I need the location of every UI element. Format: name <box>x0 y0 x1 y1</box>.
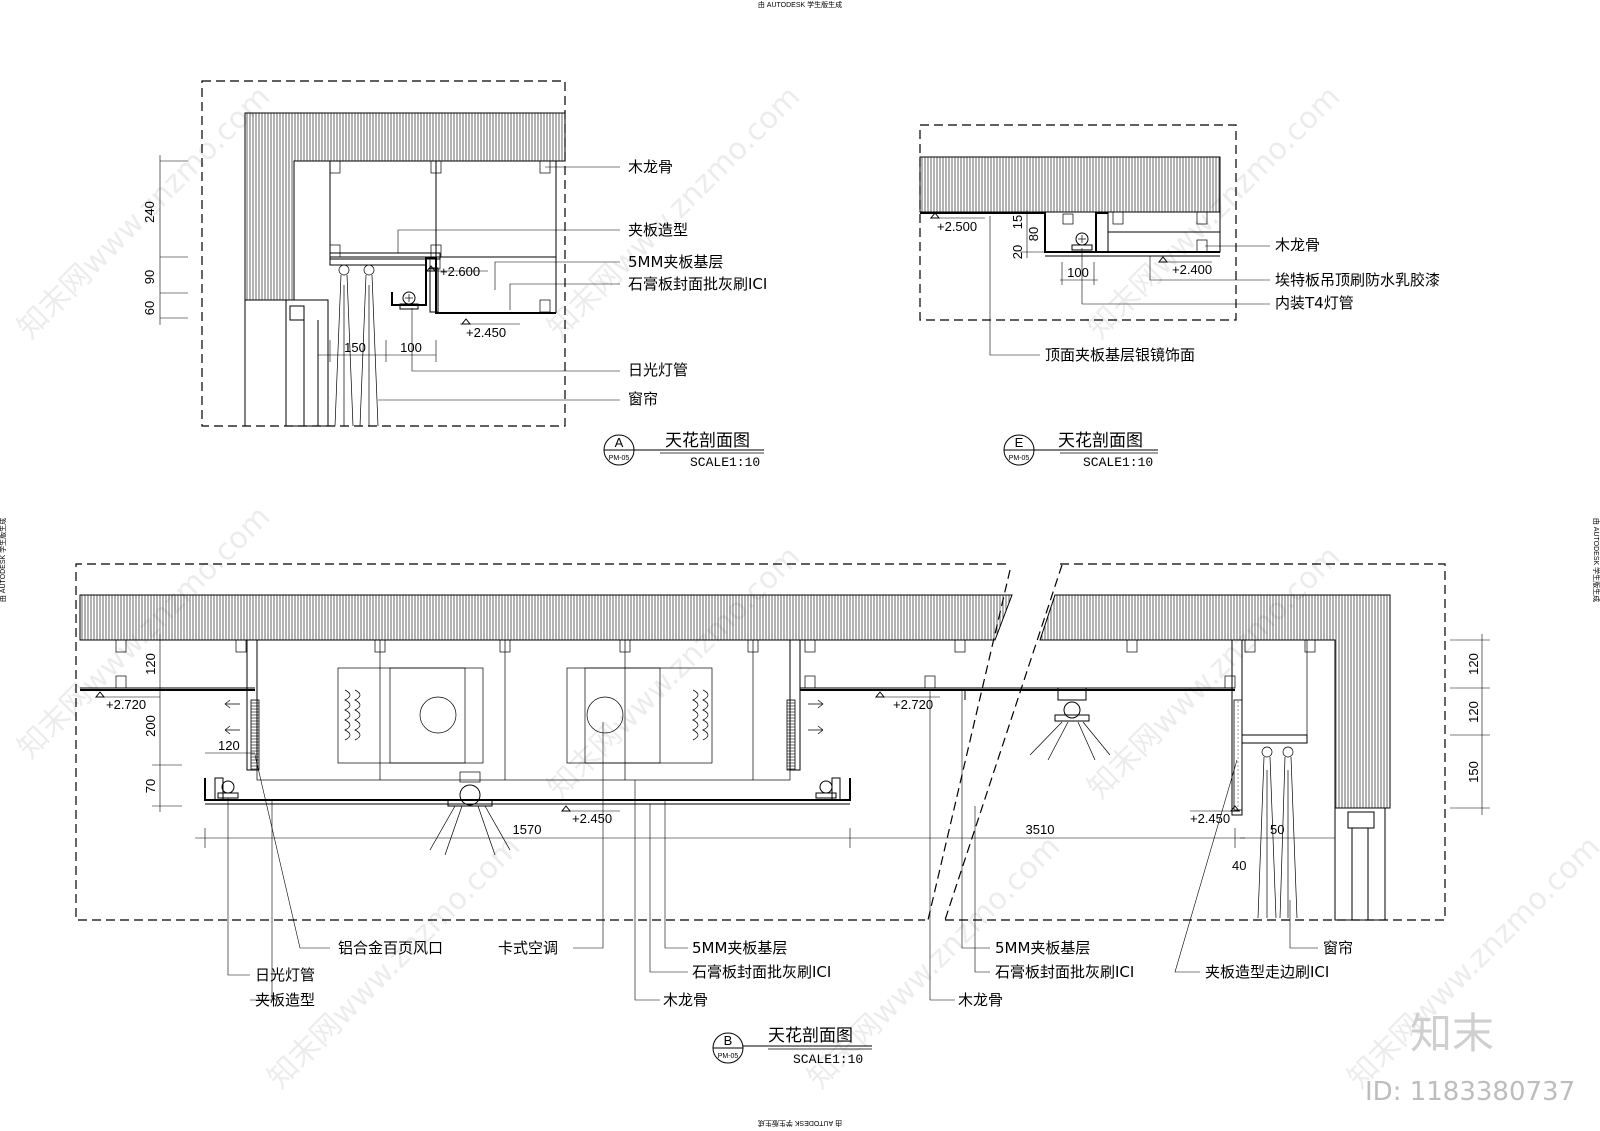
timber-joists <box>329 160 557 258</box>
elev-b-2720-l: +2.720 <box>106 697 146 712</box>
label-a-1: 夹板造型 <box>628 221 688 239</box>
autodesk-note-top: 由 AUTODESK 学生版生成 <box>758 0 842 9</box>
dim-a-90: 90 <box>142 270 157 284</box>
label-a-4: 日光灯管 <box>628 361 688 379</box>
label-b-plywood-r: 5MM夹板基层 <box>995 939 1090 957</box>
label-e-2: 内装T4灯管 <box>1275 294 1354 312</box>
marker-ref: PM-05 <box>609 455 630 462</box>
dim-e-15: 15 <box>1010 215 1025 229</box>
window-frame <box>1334 807 1386 921</box>
dim-e-100: 100 <box>1067 265 1089 280</box>
watermark-text: 知末网www.znzmo.com <box>541 79 807 345</box>
cassette-ac <box>337 667 713 783</box>
dim-b-200: 200 <box>143 715 158 737</box>
label-b-gypsum-l: 石膏板封面批灰刷ICI <box>692 963 831 981</box>
detail-b-frame-left <box>75 563 1006 921</box>
elev-b-2450-l: +2.450 <box>572 811 612 826</box>
autodesk-note-right: 由 AUTODESK 学生版生成 <box>1592 518 1600 602</box>
label-b-coving-edge: 夹板造型走边刷ICI <box>1205 963 1329 981</box>
label-a-0: 木龙骨 <box>628 158 673 176</box>
dim-e-20: 20 <box>1010 245 1025 259</box>
label-b-joist-l: 木龙骨 <box>663 991 708 1009</box>
label-b-curtain: 窗帘 <box>1323 939 1353 957</box>
dim-a-240: 240 <box>142 201 157 223</box>
brand-watermark: 知末 <box>1410 1009 1494 1058</box>
label-a-2: 5MM夹板基层 <box>628 253 723 271</box>
label-e-3: 顶面夹板基层银镜饰面 <box>1045 346 1195 364</box>
slab <box>919 156 1221 213</box>
dim-a-100: 100 <box>400 340 422 355</box>
plywood-coving <box>391 257 556 314</box>
detail-a-title: A PM-05 天花剖面图 SCALE1:10 <box>603 431 764 470</box>
dim-b-r120a: 120 <box>1466 653 1481 675</box>
dim-a-60: 60 <box>142 301 157 315</box>
dim-b-3510: 3510 <box>1026 822 1055 837</box>
dim-b-40: 40 <box>1232 858 1246 873</box>
elev-a-2450: +2.450 <box>466 325 506 340</box>
detail-scale: SCALE1:10 <box>690 455 760 470</box>
marker-ref: PM-05 <box>718 1053 739 1060</box>
watermark-text: 知末网www.znzmo.com <box>261 829 527 1095</box>
elev-a-2600: +2.600 <box>440 264 480 279</box>
detail-e: 15 80 20 100 +2.500 +2.400 木龙骨 埃特板吊顶刷防水乳… <box>919 124 1440 470</box>
detail-title: 天花剖面图 <box>665 431 750 451</box>
elev-b-2720-r: +2.720 <box>893 697 933 712</box>
elev-e-2500: +2.500 <box>937 219 977 234</box>
detail-scale: SCALE1:10 <box>1083 455 1153 470</box>
watermark-text: 知末网www.znzmo.com <box>541 539 807 805</box>
dim-b-r150: 150 <box>1466 761 1481 783</box>
label-a-3: 石膏板封面批灰刷ICI <box>628 275 767 293</box>
label-b-joist-r: 木龙骨 <box>958 991 1003 1009</box>
elev-b-2450-r: +2.450 <box>1190 811 1230 826</box>
detail-a: 240 90 60 150 100 +2.600 +2.450 木龙骨 夹板造型… <box>142 80 767 470</box>
label-b-louver: 铝合金百页风口 <box>338 939 443 957</box>
detail-title: 天花剖面图 <box>768 1026 853 1046</box>
elev-e-2400: +2.400 <box>1172 262 1212 277</box>
window-frame <box>285 299 329 427</box>
label-b-plywood-l: 5MM夹板基层 <box>692 939 787 957</box>
label-b-fluorescent: 日光灯管 <box>255 966 315 984</box>
marker-letter: E <box>1015 435 1024 450</box>
marker-letter: B <box>724 1033 733 1048</box>
label-a-5: 窗帘 <box>628 390 658 408</box>
dim-b-r120b: 120 <box>1466 701 1481 723</box>
detail-e-frame <box>919 124 1237 321</box>
id-watermark: ID: 1183380737 <box>1365 1077 1575 1107</box>
detail-scale: SCALE1:10 <box>793 1052 863 1067</box>
label-e-1: 埃特板吊顶刷防水乳胶漆 <box>1275 271 1440 289</box>
dim-b-1570: 1570 <box>513 822 542 837</box>
dim-a-150: 150 <box>344 340 366 355</box>
label-b-ac: 卡式空调 <box>498 939 558 957</box>
label-b-gypsum-r: 石膏板封面批灰刷ICI <box>995 963 1134 981</box>
label-e-0: 木龙骨 <box>1275 236 1320 254</box>
detail-a-frame <box>201 80 566 427</box>
detail-b-title: B PM-05 天花剖面图 SCALE1:10 <box>712 1026 872 1067</box>
detail-b: +2.720 +2.720 +2.450 +2.450 120 200 70 1… <box>75 563 1490 1067</box>
dim-b-70: 70 <box>143 779 158 793</box>
autodesk-note-left: 由 AUTODESK 学生版生成 <box>0 518 7 602</box>
marker-letter: A <box>615 435 624 450</box>
label-b-coving: 夹板造型 <box>255 991 315 1009</box>
dim-b-120: 120 <box>143 653 158 675</box>
autodesk-note-bottom: 由 AUTODESK 学生版生成 <box>758 1119 842 1128</box>
slab-left <box>79 594 1013 641</box>
detail-title: 天花剖面图 <box>1058 431 1143 451</box>
detail-e-title: E PM-05 天花剖面图 SCALE1:10 <box>1003 431 1158 470</box>
marker-ref: PM-05 <box>1009 455 1030 462</box>
dim-b-50: 50 <box>1270 822 1284 837</box>
ac-recess <box>256 639 791 781</box>
slab-and-wall <box>244 112 566 301</box>
detail-b-frame-right <box>940 563 1446 921</box>
gypsum-ceiling <box>204 778 851 801</box>
dim-b-120h: 120 <box>218 738 240 753</box>
dim-e-80: 80 <box>1026 227 1041 241</box>
